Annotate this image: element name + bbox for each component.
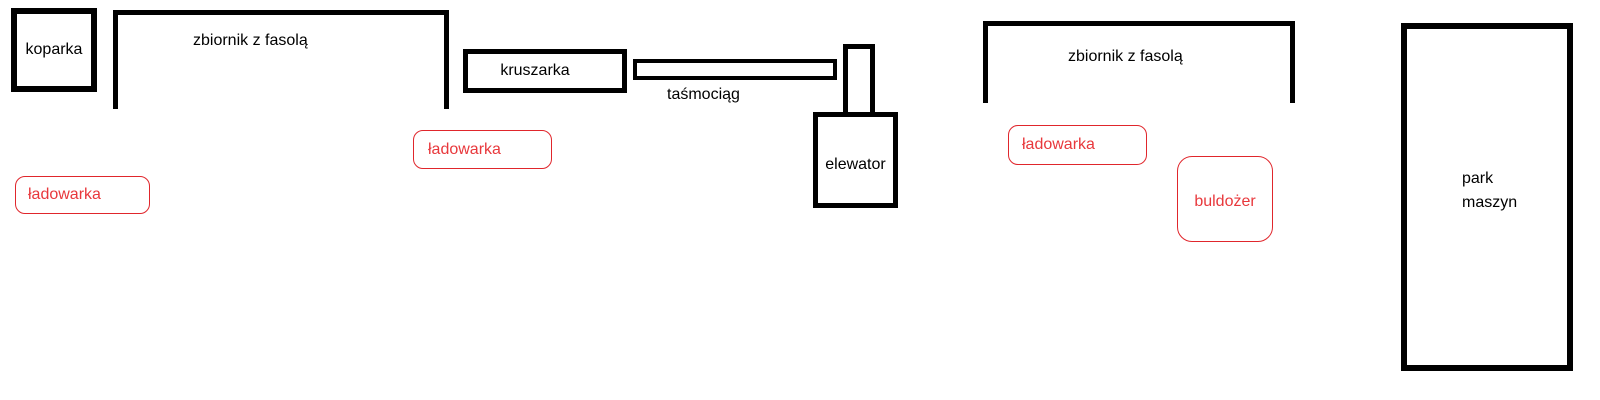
koparka-label: koparka (25, 41, 83, 58)
kruszarka-box: kruszarka (463, 49, 627, 93)
koparka-box: koparka (11, 8, 97, 92)
machine-park-box: park maszyn (1401, 23, 1573, 371)
kruszarka-label: kruszarka (500, 62, 570, 79)
conveyor-bar (633, 59, 837, 80)
machine-park-label-line1: park (1462, 170, 1494, 187)
bean-tank-1-label: zbiornik z fasolą (193, 32, 308, 49)
bulldozer-label: buldożer (1194, 192, 1256, 210)
loader-2-box: ładowarka (413, 130, 552, 169)
machine-park-label-line2: maszyn (1462, 194, 1518, 211)
machine-park-label: park maszyn (1462, 167, 1517, 215)
bean-tank-2-label: zbiornik z fasolą (1068, 48, 1183, 65)
bean-tank-2: zbiornik z fasolą (983, 21, 1295, 103)
loader-1-label: ładowarka (28, 186, 101, 203)
loader-1-box: ładowarka (15, 176, 150, 214)
elevator-chimney (843, 44, 875, 117)
bulldozer-box: buldożer (1177, 156, 1273, 242)
conveyor-label: taśmociąg (667, 86, 740, 103)
bean-tank-1: zbiornik z fasolą (113, 10, 449, 109)
loader-2-label: ładowarka (428, 140, 501, 158)
elevator-box: elewator (813, 112, 898, 208)
loader-3-label: ładowarka (1022, 136, 1095, 153)
elevator-label: elewator (825, 155, 886, 173)
loader-3-box: ładowarka (1008, 125, 1147, 165)
